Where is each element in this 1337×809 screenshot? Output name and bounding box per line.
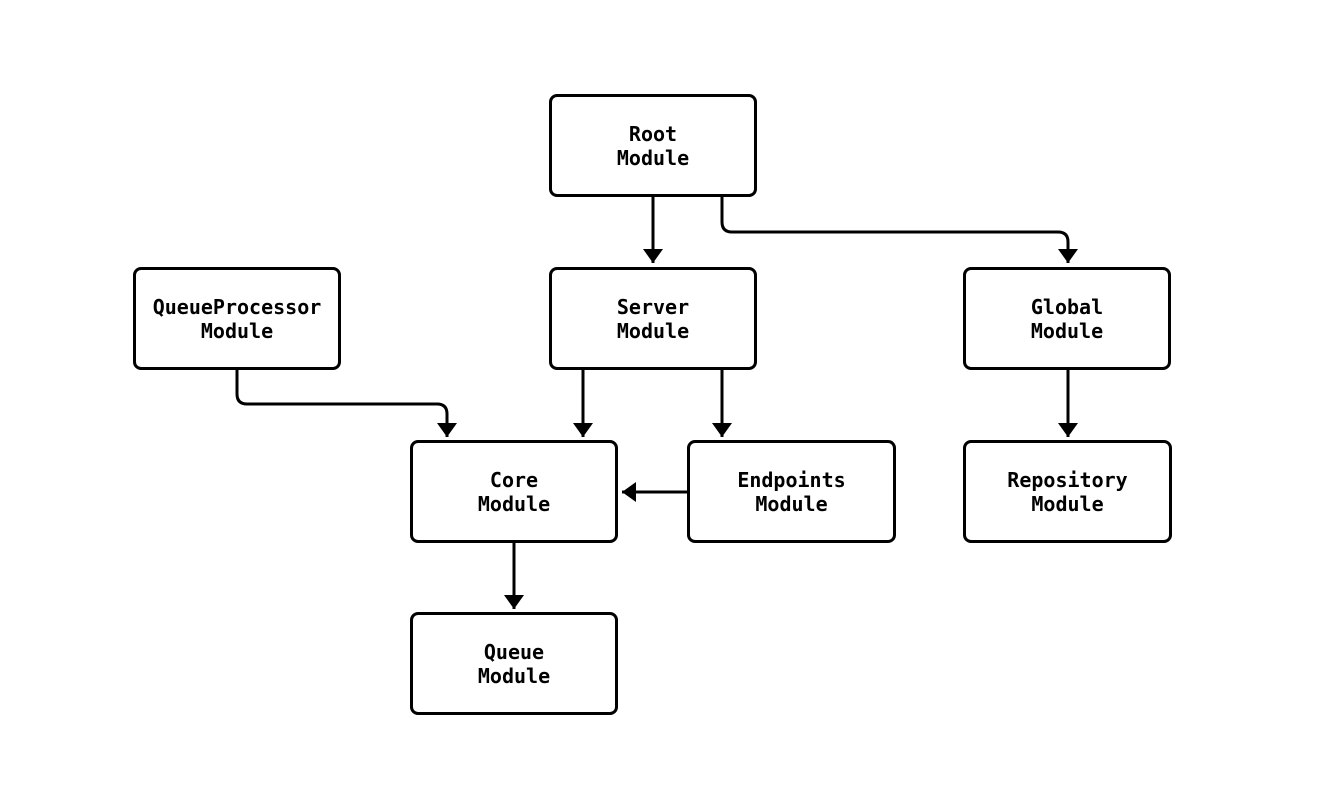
node-label-line2: Module — [477, 491, 551, 516]
node-label-line1: QueueProcessor — [152, 294, 322, 319]
node-label-line1: Global — [1030, 294, 1104, 319]
node-label-line1: Root — [628, 121, 678, 146]
node-label-line2: Module — [755, 491, 828, 516]
node-label-line2: Module — [200, 318, 274, 343]
node-label-line1: Queue — [483, 639, 545, 664]
node-queueprocessor-module: QueueProcessor Module — [133, 267, 341, 370]
edge-queueprocessor-to-core — [235, 370, 457, 437]
node-repository-module: Repository Module — [963, 440, 1172, 543]
node-root-module: Root Module — [549, 94, 757, 197]
node-label-line2: Module — [477, 663, 551, 688]
node-label-line1: Endpoints — [737, 467, 846, 492]
node-label-line1: Core — [489, 467, 539, 492]
node-global-module: Global Module — [963, 267, 1171, 370]
node-queue-module: Queue Module — [410, 612, 618, 715]
edge-root-to-global — [720, 197, 1078, 263]
node-label-line2: Module — [616, 318, 690, 343]
node-label-line1: Repository — [1007, 467, 1128, 492]
node-label-line2: Module — [1031, 491, 1104, 516]
node-endpoints-module: Endpoints Module — [687, 440, 896, 543]
node-label-line2: Module — [1030, 318, 1104, 343]
node-label-line1: Server — [616, 294, 690, 319]
node-core-module: Core Module — [410, 440, 618, 543]
node-label-line2: Module — [616, 145, 690, 170]
node-server-module: Server Module — [549, 267, 757, 370]
